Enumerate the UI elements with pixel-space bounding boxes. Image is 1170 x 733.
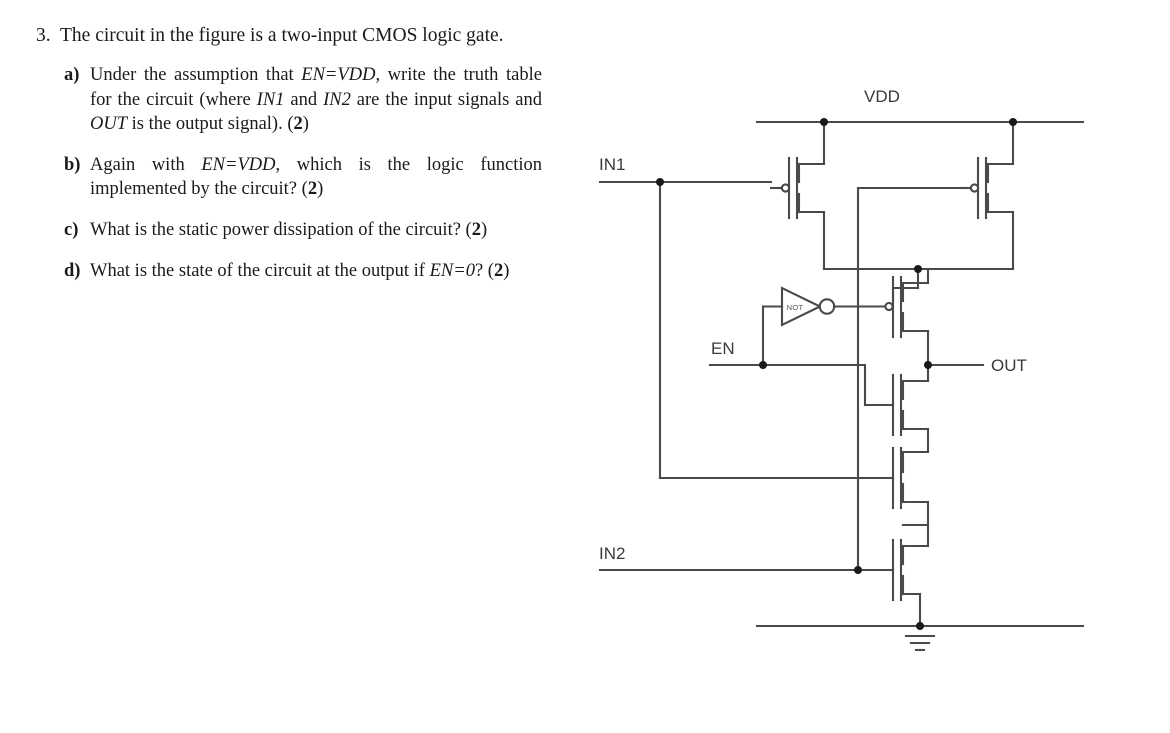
en-label: EN <box>711 339 735 358</box>
node-out <box>924 361 932 369</box>
not-gate-bubble <box>818 298 836 315</box>
part-label-a: a) <box>64 64 80 85</box>
not-gate-label: NOT <box>787 303 804 312</box>
vdd-label: VDD <box>864 87 900 106</box>
node-in1-branch <box>656 178 664 186</box>
part-label-b: b) <box>64 154 81 175</box>
node-in2-branch <box>854 566 862 574</box>
node-vdd-pmos1 <box>820 118 828 126</box>
part-text-d: What is the state of the circuit at the … <box>90 260 510 281</box>
part-label-d: d) <box>64 260 81 281</box>
out-label: OUT <box>991 356 1027 375</box>
question-stem: The circuit in the figure is a two-input… <box>60 25 504 46</box>
in1-label: IN1 <box>599 155 625 174</box>
node-ground <box>916 622 924 630</box>
pmos3-gate-bubble <box>884 301 894 312</box>
part-text-c: What is the static power dissipation of … <box>90 219 488 240</box>
question-part-a: a) Under the assumption that EN=VDD, wri… <box>64 63 542 137</box>
in2-label: IN2 <box>599 544 625 563</box>
pmos1-gate-bubble <box>780 183 791 193</box>
circuit-schematic: VDD IN1 EN OUT IN2 NOT <box>575 70 1135 670</box>
question-block: 3. The circuit in the figure is a two-in… <box>36 24 566 299</box>
node-vdd-pmos2 <box>1009 118 1017 126</box>
node-en-branch <box>759 361 767 369</box>
question-number: 3. <box>36 25 51 46</box>
pmos2-gate-bubble <box>969 183 980 193</box>
question-heading: 3. The circuit in the figure is a two-in… <box>36 24 566 49</box>
node-mid <box>914 265 922 273</box>
part-text-b: Again with EN=VDD, which is the logic fu… <box>90 154 542 200</box>
part-label-c: c) <box>64 219 79 240</box>
question-part-c: c) What is the static power dissipation … <box>64 218 542 243</box>
question-part-d: d) What is the state of the circuit at t… <box>64 259 542 284</box>
question-part-b: b) Again with EN=VDD, which is the logic… <box>64 153 542 202</box>
question-parts-list: a) Under the assumption that EN=VDD, wri… <box>64 63 542 283</box>
part-text-a: Under the assumption that EN=VDD, write … <box>90 64 542 135</box>
